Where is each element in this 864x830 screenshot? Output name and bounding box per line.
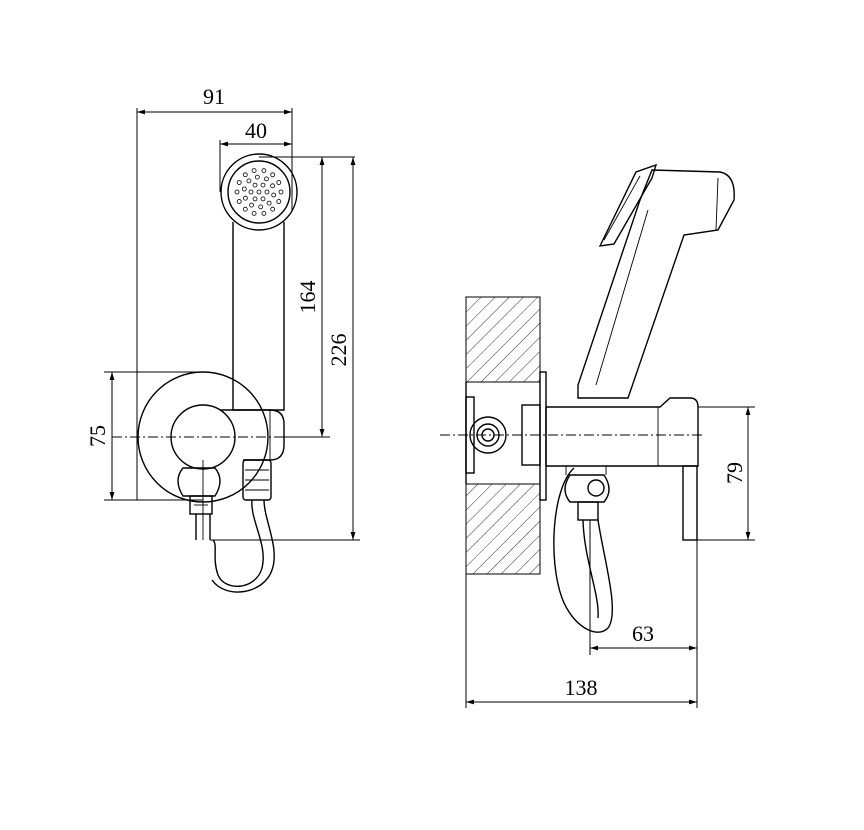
front-handle-body [232,222,285,411]
spray-nozzle-hole [270,183,276,189]
front-hose [212,499,264,588]
front-holder-bracket [220,409,285,461]
dim-label-63: 63 [632,621,654,646]
side-inlet-connector [469,416,507,454]
spray-nozzle-hole [264,189,270,195]
dim-label-40: 40 [245,118,267,143]
spray-nozzle-hole [256,189,262,195]
spray-nozzle-hole [260,182,266,188]
spray-nozzle-hole [246,178,252,184]
spray-nozzle-hole [266,200,272,206]
side-lever [682,465,698,541]
spray-nozzle-hole [270,206,276,212]
spray-nozzle-hole [258,204,264,210]
spray-nozzle-hole [236,180,242,185]
front-outlet-nut [177,467,221,497]
side-view: 79 63 138 [440,163,755,708]
spray-nozzle-hole [260,196,266,202]
spray-nozzle-hole [276,199,282,204]
front-spray-head-inner [227,160,291,224]
spray-nozzle-hole [248,189,254,195]
side-outlet-nut [564,474,610,503]
front-spray-nozzles [234,168,284,216]
spray-nozzle-hole [263,176,269,182]
front-view: 91 40 164 226 75 [85,84,360,593]
spray-nozzle-hole [242,206,248,212]
dim-label-91: 91 [203,84,225,109]
spray-nozzle-hole [251,168,257,174]
front-spray-head-outer [220,153,298,231]
spray-nozzle-hole [242,195,248,201]
front-hose-connector [242,459,272,501]
dim-label-138: 138 [565,675,598,700]
spray-nozzle-hole [276,180,282,185]
wall-section-upper [465,296,541,383]
spray-nozzle-hole [252,182,258,188]
spray-nozzle-hole [236,199,242,204]
spray-nozzle-hole [251,210,257,216]
spray-nozzle-hole [234,189,240,195]
side-trigger [598,163,658,247]
spray-nozzle-hole [271,192,277,198]
spray-nozzle-hole [261,168,267,174]
spray-nozzle-hole [242,172,248,178]
wall-section-lower [465,483,541,575]
spray-nozzle-hole [278,189,284,195]
spray-nozzle-hole [261,210,267,216]
spray-nozzle-hole [270,172,276,178]
side-valve-body [545,397,699,467]
side-handle [577,169,735,399]
dim-label-79: 79 [722,462,747,484]
spray-nozzle-hole [252,196,258,202]
spray-nozzle-hole [241,186,247,192]
dim-label-226: 226 [326,334,351,367]
dim-label-75: 75 [85,425,110,447]
spray-nozzle-hole [249,202,255,208]
dim-label-164: 164 [295,281,320,314]
side-hose [553,467,614,633]
spray-nozzle-hole [254,174,260,180]
